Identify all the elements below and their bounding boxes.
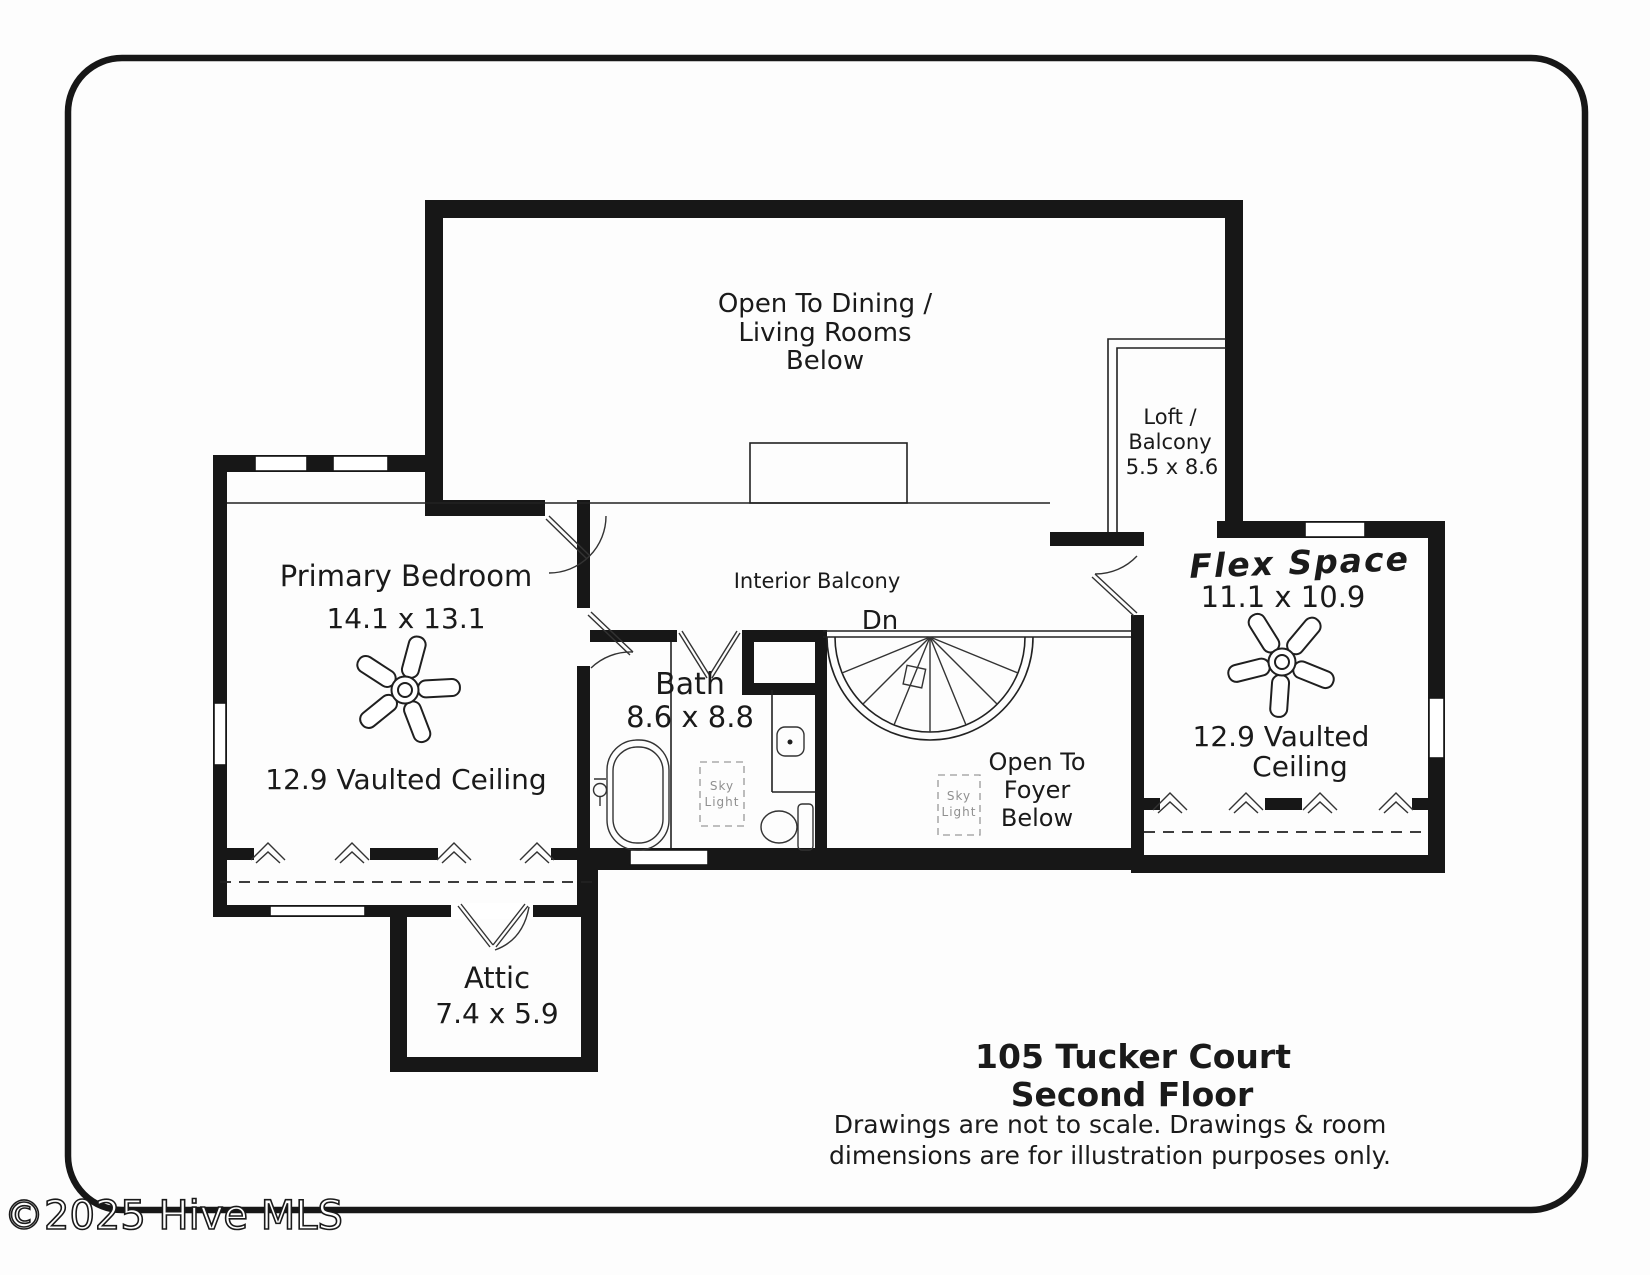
foyer-label-2: Foyer: [1004, 776, 1071, 804]
attic-door-opening: [451, 903, 533, 919]
disclaimer-line-2: dimensions are for illustration purposes…: [829, 1141, 1391, 1170]
foyer-label-1: Open To: [989, 748, 1086, 776]
attic-label: Attic: [464, 961, 530, 995]
stair-down-label: Dn: [862, 606, 899, 636]
ceiling-fan-flex-icon: [1227, 612, 1335, 718]
loft-label-2: Balcony: [1128, 430, 1211, 454]
open-dining-label-3: Below: [786, 346, 864, 376]
doors: [457, 515, 1138, 951]
tub-faucet: [592, 782, 608, 798]
attic-door: [457, 903, 530, 951]
primary-bedroom-door: [545, 515, 607, 574]
room-labels: Open To Dining / Living Rooms Below Loft…: [265, 289, 1410, 1030]
loft-label-1: Loft /: [1143, 405, 1197, 429]
open-dining-label-2: Living Rooms: [738, 318, 911, 348]
flex-ceiling-2: Ceiling: [1252, 750, 1348, 783]
loft-dims: 5.5 x 8.6: [1126, 455, 1219, 479]
bath-label: Bath: [655, 667, 725, 702]
open-dining-label-1: Open To Dining /: [718, 289, 933, 319]
foyer-label-3: Below: [1001, 804, 1073, 832]
skylight-foyer-label-1: Sky: [947, 789, 971, 803]
title-floor: Second Floor: [1011, 1075, 1254, 1114]
toilet: [760, 803, 814, 851]
mls-watermark: ©2025 Hive MLS: [4, 1193, 343, 1239]
bath-dims: 8.6 x 8.8: [626, 700, 754, 734]
flex-space-handwritten-label: Flex Space: [1189, 539, 1411, 586]
plan-border: [64, 54, 1589, 1214]
interior-balcony-label: Interior Balcony: [734, 569, 901, 593]
title-block: 105 Tucker Court Second Floor Drawings a…: [829, 1037, 1391, 1170]
windows: [213, 455, 1445, 919]
overlook-railing-box: [749, 442, 908, 504]
skylight-bath-label-2: Light: [705, 795, 740, 809]
attic-dims: 7.4 x 5.9: [435, 997, 558, 1030]
ceiling-fan-bedroom-icon: [356, 635, 461, 744]
bathtub: [592, 739, 670, 851]
primary-bedroom-label: Primary Bedroom: [280, 559, 532, 593]
skylight-bath: Sky Light: [699, 761, 745, 827]
flex-ceiling-1: 12.9 Vaulted: [1193, 720, 1370, 753]
skylight-bath-label-1: Sky: [710, 779, 734, 793]
flex-space-door: [1091, 555, 1138, 617]
spiral-staircase: [826, 636, 1034, 741]
bath-door: [587, 611, 634, 669]
knee-wall-stubs: [227, 798, 1429, 860]
skylight-foyer: Sky Light: [937, 774, 981, 836]
flex-dims: 11.1 x 10.9: [1201, 580, 1366, 614]
vanity-sink: [776, 726, 805, 757]
bath-closet-double-door: [678, 630, 741, 679]
disclaimer-line-1: Drawings are not to scale. Drawings & ro…: [834, 1110, 1387, 1139]
primary-bedroom-dims: 14.1 x 13.1: [326, 602, 485, 635]
title-address: 105 Tucker Court: [975, 1037, 1291, 1076]
overlook-lines: [227, 338, 1226, 848]
primary-bedroom-ceiling: 12.9 Vaulted Ceiling: [265, 763, 546, 796]
skylight-foyer-label-2: Light: [942, 805, 977, 819]
